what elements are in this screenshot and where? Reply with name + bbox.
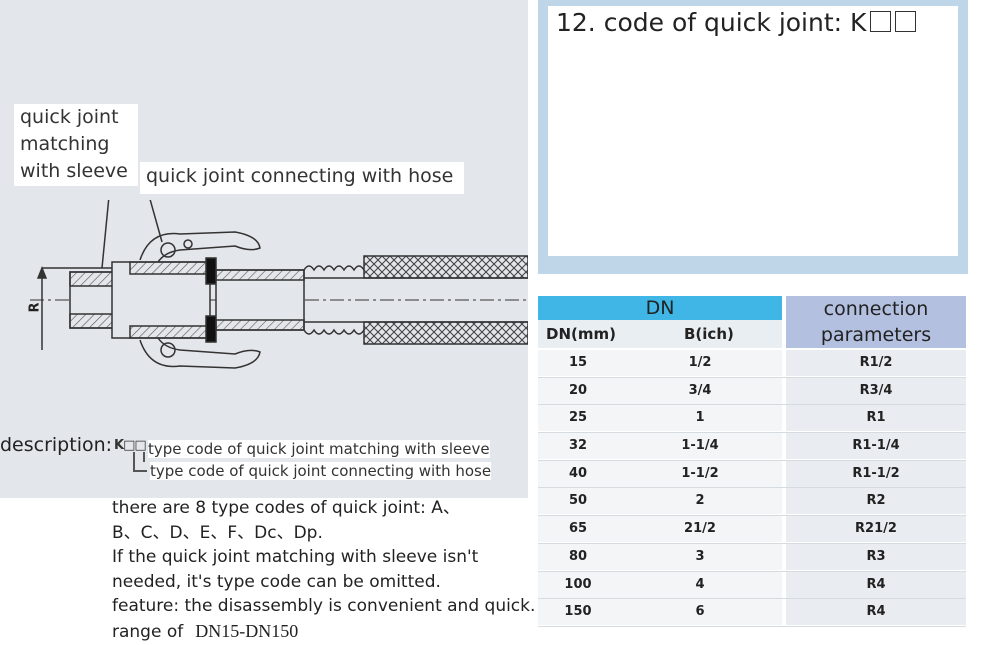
cell-conn: R3/4	[786, 377, 966, 404]
cell-inch: 1-1/4	[618, 433, 782, 460]
range-value: DN15-DN150	[195, 620, 299, 641]
conn-header-line2: parameters	[820, 324, 932, 346]
note-line: there are 8 type codes of quick joint: A…	[112, 498, 460, 518]
note-line: B、C、D、E、F、Dc、Dp.	[112, 522, 323, 543]
cell-conn: R1/2	[786, 350, 966, 376]
description-notes: there are 8 type codes of quick joint: A…	[112, 496, 536, 645]
sleeve-label-line3: with sleeve	[20, 160, 128, 182]
cell-inch: 1	[618, 405, 782, 432]
cell-inch: 1-1/2	[618, 460, 782, 487]
quick-joint-drawing	[30, 200, 528, 369]
cell-conn: R1	[786, 405, 966, 432]
cell-mm: 15	[538, 350, 618, 376]
cell-mm: 100	[538, 571, 618, 598]
code-square-2	[895, 11, 917, 32]
cell-conn: R21/2	[786, 516, 966, 543]
dn-header: DN	[538, 296, 782, 320]
cell-conn: R4	[786, 599, 966, 626]
cell-inch: 3/4	[618, 377, 782, 404]
cell-mm: 25	[538, 405, 618, 432]
note-line: needed, it's type code can be omitted.	[112, 571, 441, 592]
cell-conn: R1-1/2	[786, 460, 966, 487]
note-line: If the quick joint matching with sleeve …	[112, 547, 479, 568]
legend-connector-2	[133, 452, 135, 471]
code-square-1	[870, 11, 892, 32]
cell-inch: 6	[618, 599, 782, 626]
cell-conn: R1-1/4	[786, 433, 966, 460]
sleeve-label-line2: matching	[20, 133, 110, 155]
cell-inch: 21/2	[618, 516, 782, 543]
cell-mm: 50	[538, 488, 618, 515]
note-line: feature: the disassembly is convenient a…	[112, 596, 536, 617]
col-mm-header: DN(mm)	[546, 325, 616, 343]
col-inch-header: B(ich)	[684, 325, 734, 343]
cell-mm: 65	[538, 516, 618, 543]
code-box: 12. code of quick joint: K	[548, 6, 958, 256]
cell-inch: 2	[618, 488, 782, 515]
legend-connector-1	[143, 452, 145, 462]
cell-inch: 1/2	[618, 350, 782, 376]
legend-connector-2-h	[133, 470, 147, 472]
cell-mm: 32	[538, 433, 618, 460]
conn-header-line1: connection	[823, 298, 929, 320]
cell-mm: 40	[538, 460, 618, 487]
range-label: range of	[112, 621, 184, 642]
cell-conn: R4	[786, 571, 966, 598]
code-panel: 12. code of quick joint: K	[538, 0, 968, 274]
drawing-panel	[0, 0, 528, 498]
cell-inch: 3	[618, 543, 782, 570]
cell-mm: 20	[538, 377, 618, 404]
cell-conn: R2	[786, 488, 966, 515]
sleeve-joint-label: quick joint matching with sleeve	[14, 104, 138, 186]
dn-subheader: DN(mm) B(ich)	[538, 320, 782, 348]
dimension-label: R	[27, 302, 43, 313]
description-label: description:	[0, 434, 113, 456]
code-title: 12. code of quick joint: K	[556, 8, 917, 37]
cell-mm: 150	[538, 599, 618, 626]
connection-header: connection parameters	[786, 296, 966, 348]
cell-conn: R3	[786, 543, 966, 570]
sleeve-label-line1: quick joint	[20, 106, 119, 128]
hose-joint-label: quick joint connecting with hose	[140, 162, 464, 194]
legend-sleeve: type code of quick joint matching with s…	[148, 440, 490, 458]
legend-hose: type code of quick joint connecting with…	[150, 462, 492, 480]
range-line: range of DN15-DN150	[112, 619, 512, 645]
description-code: K□□	[114, 438, 147, 453]
code-title-text: 12. code of quick joint: K	[556, 8, 867, 37]
cell-mm: 80	[538, 543, 618, 570]
cell-inch: 4	[618, 571, 782, 598]
